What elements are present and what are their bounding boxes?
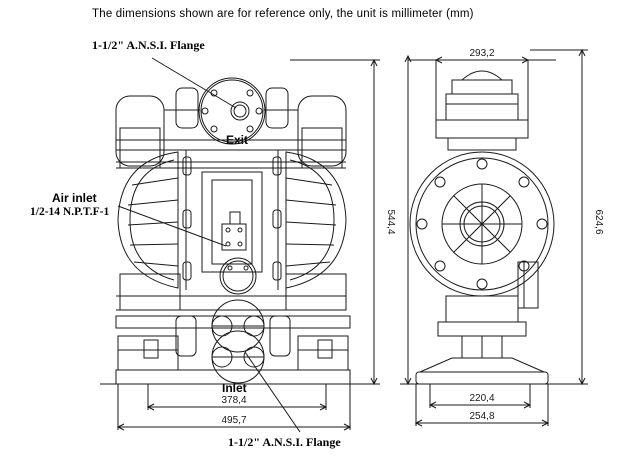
bottom-flange-size: 1-1/2" [228,435,260,449]
side-base-inner-dim [428,384,532,409]
center-body [201,171,263,295]
top-flange-size: 1-1/2" [92,38,124,52]
air-inlet-leader [117,205,227,247]
right-chamber [272,150,347,290]
front-width-dim [116,384,352,431]
dim-front-overall-width: 495,7 [221,415,246,426]
front-base-dim [146,384,328,411]
top-flange-standard: A.N.S.I. Flange [126,38,205,52]
lower-manifold [115,273,351,357]
left-chamber [117,150,192,290]
dim-side-base-inner: 220,4 [469,393,494,404]
upper-manifold [115,87,347,169]
front-height-dim [290,58,380,386]
side-top-dim [408,56,556,120]
side-air-boss [517,261,539,309]
reference-note: The dimensions shown are for reference o… [92,8,474,20]
air-inlet-label: Air inlet [52,191,97,205]
bottom-flange-leader [244,351,301,433]
bottom-flanges [211,299,265,384]
top-flange-label: 1-1/2" A.N.S.I. Flange [92,38,205,53]
dim-side-base-outer: 254,8 [469,411,494,422]
top-flange-leader [151,57,237,109]
top-flange [198,77,266,145]
bottom-flange-standard: A.N.S.I. Flange [262,435,341,449]
side-lower-body [400,295,570,385]
dim-side-top-width: 293,2 [469,48,494,59]
side-height-dim [530,48,588,386]
front-feet [100,335,366,385]
side-view [400,48,588,427]
dim-front-height: 544,4 [385,209,396,234]
dim-front-base-inner: 378,4 [221,395,246,406]
dim-side-height: 624,6 [593,209,604,234]
side-outlet [435,70,529,151]
side-housing [409,151,555,297]
side-left-dim [404,54,412,386]
side-base-outer-dim [414,384,550,427]
front-view [100,57,380,433]
air-inlet-thread-label: 1/2-14 N.P.T.F-1 [30,206,110,218]
bottom-flange-label: 1-1/2" A.N.S.I. Flange [228,435,341,450]
